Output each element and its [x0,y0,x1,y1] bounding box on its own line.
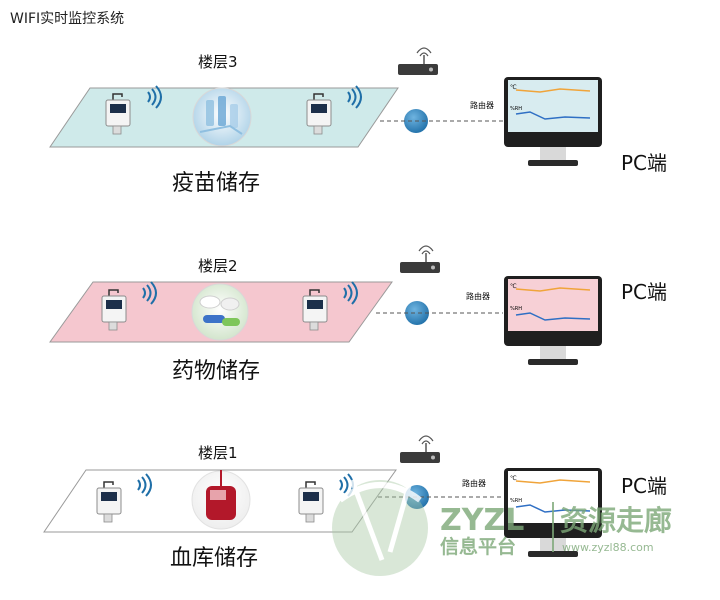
floor-2-screen-rh-label: %RH [510,306,522,312]
floor-3-label: 楼层3 [198,53,238,71]
floor-1-screen-rh-label: %RH [510,498,522,504]
floor-1-label: 楼层1 [198,444,238,462]
floor-3-pc-monitor [504,77,602,166]
floor-2-router-icon [399,245,441,274]
watermark-url: www.zyzl88.com [562,541,654,554]
floor-1-blood-bag-image [191,470,251,530]
page-title: WIFI实时监控系统 [10,11,125,27]
floor-1-router-icon [399,435,441,464]
floor-1-zone-label: 血库储存 [170,546,258,571]
watermark: ZYZL 资源走廊 信息平台 www.zyzl88.com [332,479,672,576]
floor-2-screen-temp-label: ℃ [510,283,517,290]
floor-3-vaccine-image [192,87,252,147]
floor-2-router-label: 路由器 [466,291,490,301]
floor-3-group: 楼层3 疫苗储存 路由器 ℃ %RH PC端 [49,47,667,196]
floor-3-screen-temp-label: ℃ [510,84,517,91]
floor-3-router-icon [397,47,439,76]
watermark-name: 资源走廊 [560,504,672,537]
floor-2-zone-label: 药物储存 [172,359,260,384]
floor-1-router-label: 路由器 [462,478,486,488]
floor-2-connector-dot [405,301,429,325]
floor-2-label: 楼层2 [198,257,238,275]
floor-3-router-label: 路由器 [470,100,494,110]
floor-3-screen-rh-label: %RH [510,106,522,112]
floor-2-pc-monitor [504,276,602,365]
floor-1-screen-temp-label: ℃ [510,475,517,482]
floor-3-zone-label: 疫苗储存 [172,171,260,196]
watermark-sub: 信息平台 [440,535,516,558]
floor-2-pills-image [191,283,249,341]
floor-2-pc-label: PC端 [621,280,667,304]
floor-1-pc-label: PC端 [621,474,667,498]
floor-2-group: 楼层2 药物储存 路由器 ℃ %RH PC端 [49,245,667,384]
floor-3-pc-label: PC端 [621,151,667,175]
watermark-brand: ZYZL [440,503,524,538]
watermark-logo-icon [332,479,428,576]
floor-1-group: 楼层1 血库储存 路由器 ℃ %RH PC端 [43,435,667,571]
